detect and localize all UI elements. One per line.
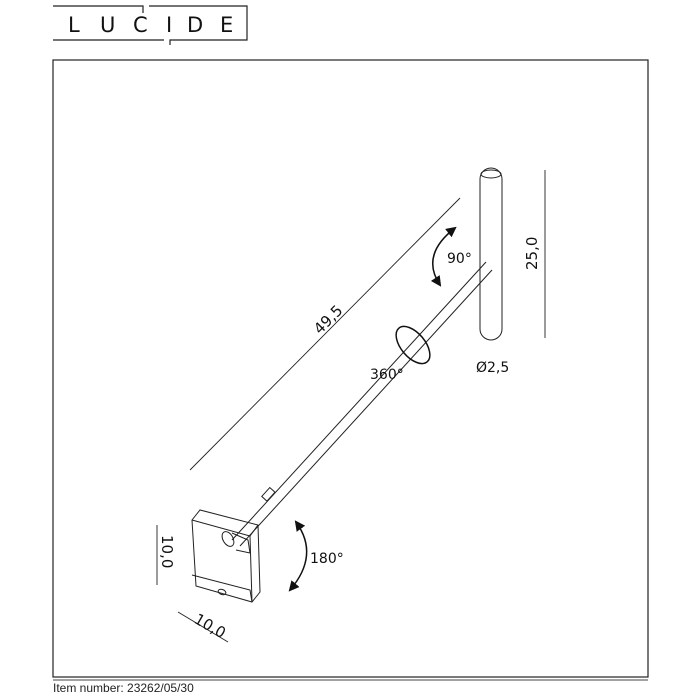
- rotate-180-arrow-icon: [288, 520, 308, 592]
- logo-letter: D: [187, 13, 203, 37]
- arm-length-label: 49,5: [310, 301, 346, 337]
- head-diameter-label: Ø2,5: [476, 360, 509, 376]
- rotate-360-icon: [395, 325, 431, 365]
- logo-letter: I: [166, 13, 172, 37]
- logo-letter: C: [133, 13, 148, 37]
- item-number: Item number: 23262/05/30: [53, 681, 194, 695]
- base-width-label: 10,0: [191, 610, 229, 642]
- lamp-head: [479, 167, 503, 341]
- lamp-arm: [231, 261, 493, 547]
- tilt-arrow-icon: [430, 226, 457, 287]
- dimension-lines: [156, 170, 546, 643]
- base-height-label: 10,0: [158, 535, 176, 568]
- base-rotation-label: 180°: [310, 551, 344, 567]
- lucide-logo: L U C I D E: [53, 5, 248, 45]
- logo-letter: L: [68, 13, 80, 37]
- head-height-label: 25,0: [523, 237, 541, 270]
- wall-base: [191, 509, 261, 603]
- logo-letter: E: [220, 13, 233, 37]
- arm-rotation-label: 360°: [370, 367, 404, 383]
- drawing-frame: [52, 59, 649, 678]
- logo-letter: U: [100, 13, 115, 37]
- head-tilt-label: 90°: [447, 251, 472, 267]
